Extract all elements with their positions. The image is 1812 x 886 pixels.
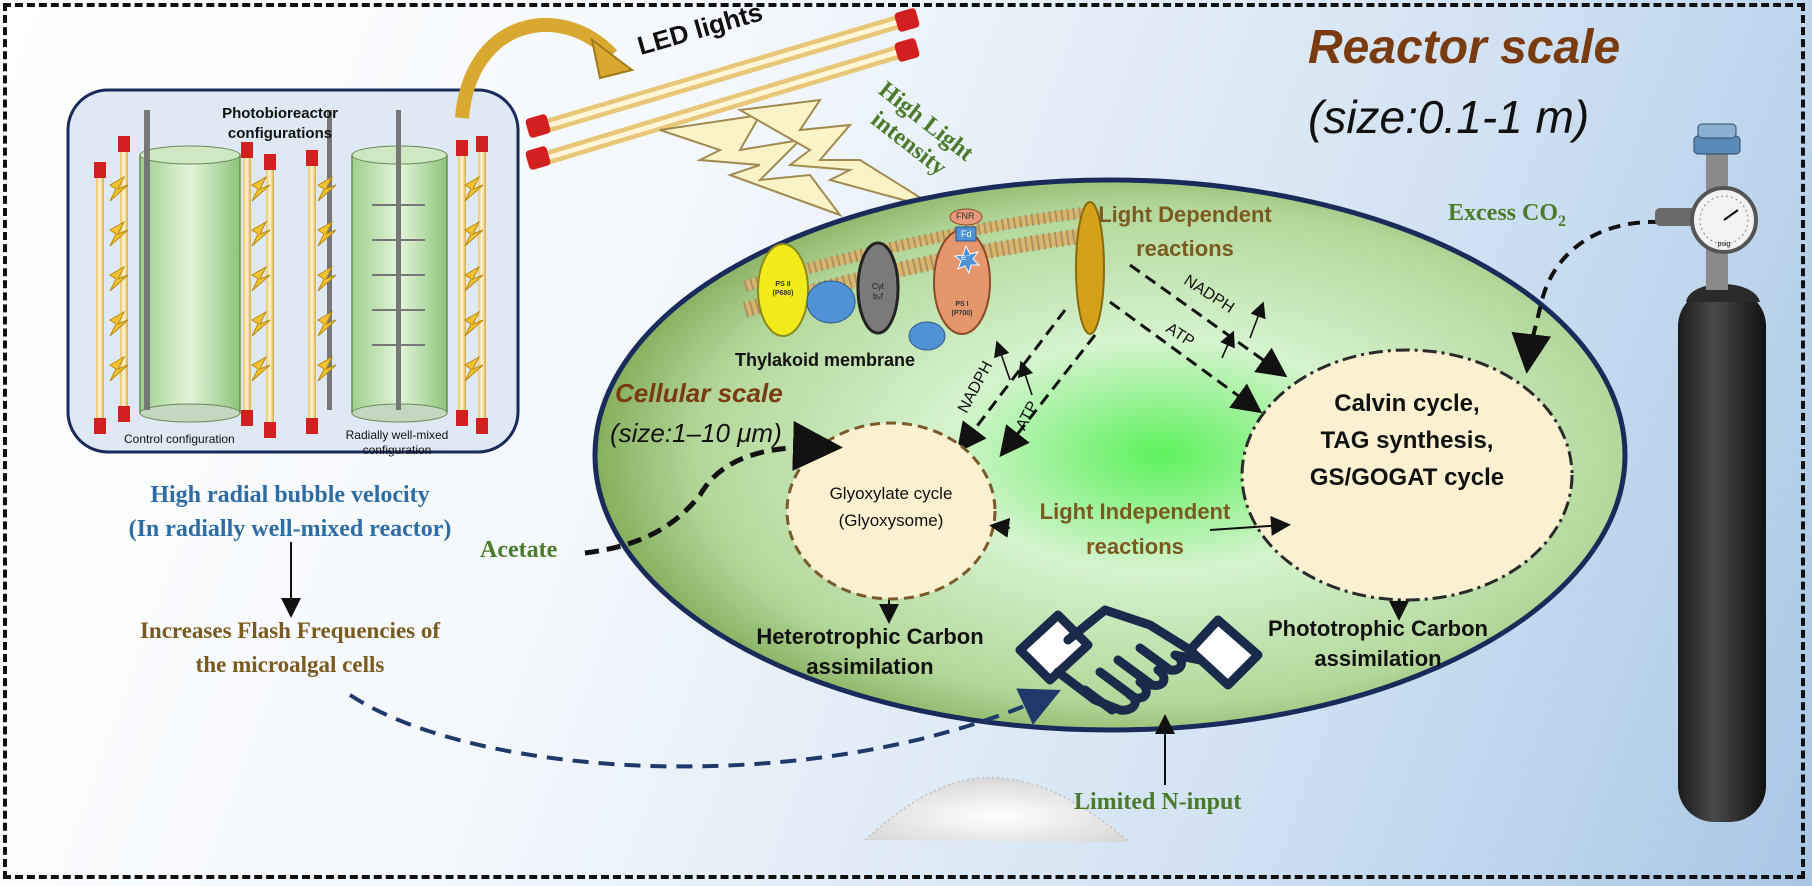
- cofactor-arrows: [956, 263, 1288, 458]
- co2-gas-cylinder: psig: [1655, 123, 1766, 822]
- flash-to-handshake-arrow: [348, 688, 1061, 769]
- plastoquinone-blob: [806, 280, 856, 324]
- psi-label: PS I (P700): [944, 300, 980, 318]
- panel-lightning-bolts: [109, 175, 484, 382]
- glyoxylate-cycle-label: Glyoxylate cycle (Glyoxysome): [796, 480, 986, 534]
- mixed-line2: configuration: [362, 443, 432, 457]
- psi-line2: (P700): [951, 310, 973, 317]
- psi-complex: [933, 229, 991, 335]
- bubble-velocity-label: High radial bubble velocity (In radially…: [80, 478, 500, 546]
- psii-complex: [757, 243, 809, 337]
- hetero-line1: Heterotrophic Carbon: [756, 624, 984, 649]
- photobioreactor-panel: [66, 88, 520, 454]
- psii-line2: (P680): [772, 290, 794, 297]
- mixed-line1: Radially well-mixed: [345, 428, 449, 442]
- co2-arrow: [1511, 219, 1661, 374]
- cyt-line1: Cyt: [872, 282, 884, 291]
- handshake-icon: [1015, 605, 1263, 715]
- control-column: [139, 110, 241, 423]
- dashed-outer-frame: [3, 3, 1805, 879]
- mixed-configuration-label: Radially well-mixed configuration: [332, 428, 462, 458]
- light-independent-label: Light Independent reactions: [1010, 494, 1260, 564]
- light-independent-line1: Light Independent: [1039, 499, 1231, 524]
- nitrogen-salt-pile: [864, 776, 1131, 843]
- gauge-unit-label: psig: [1718, 241, 1731, 248]
- fnr-protein: [949, 208, 983, 226]
- electron-label: e⁻: [961, 252, 971, 262]
- cofactor-small-arrows: [994, 301, 1266, 396]
- excess-co2-label: Excess CO2: [1448, 200, 1566, 231]
- flash-line1: Increases Flash Frequencies of: [139, 618, 441, 643]
- glyoxylate-line2: (Glyoxysome): [838, 511, 944, 530]
- cellular-scale-size: (size:1–10 μm): [610, 418, 782, 448]
- light-independent-arrow-right: [1209, 515, 1291, 536]
- cyt-label: Cyt b₆f: [862, 282, 894, 302]
- fd-label: Fd: [961, 229, 972, 239]
- reactor-scale-size: (size:0.1-1 m): [1308, 91, 1590, 143]
- reactor-scale-title: Reactor scale: [1308, 21, 1621, 74]
- calvin-line3: GS/GOGAT cycle: [1309, 464, 1505, 491]
- well-mixed-column: [327, 110, 448, 423]
- limited-n-input-label: Limited N-input: [1074, 789, 1242, 815]
- acetate-label: Acetate: [480, 537, 558, 563]
- thylakoid-membrane-label: Thylakoid membrane: [735, 350, 916, 370]
- fnr-label: FNR: [956, 211, 975, 221]
- light-dependent-label: Light Dependent reactions: [1080, 198, 1290, 266]
- pbr-title: Photobioreactor configurations: [210, 104, 350, 144]
- curved-arrow-to-leds: [455, 17, 618, 119]
- pbr-title-line2: configurations: [227, 125, 333, 142]
- phototrophic-assimilation-label: Phototrophic Carbon assimilation: [1238, 614, 1518, 674]
- psii-label: PS II (P680): [765, 280, 801, 298]
- led-lights-tubes: [525, 8, 920, 170]
- control-configuration-label: Control configuration: [124, 432, 235, 446]
- calvin-cycle-label: Calvin cycle, TAG synthesis, GS/GOGAT cy…: [1277, 385, 1537, 496]
- flash-frequency-label: Increases Flash Frequencies of the micro…: [80, 614, 500, 682]
- cellular-scale-title: Cellular scale: [615, 378, 783, 408]
- fd-protein: [955, 226, 977, 242]
- plastocyanin-blob: [908, 321, 946, 351]
- excess-co2-text: Excess CO: [1448, 200, 1558, 226]
- light-dependent-line2: reactions: [1136, 236, 1234, 261]
- photo-line1: Phototrophic Carbon: [1268, 616, 1488, 641]
- bubble-line1: High radial bubble velocity: [150, 482, 430, 508]
- light-dependent-line1: Light Dependent: [1098, 202, 1272, 227]
- psii-line1: PS II: [775, 281, 791, 288]
- pbr-title-line1: Photobioreactor: [222, 105, 338, 122]
- glyoxylate-line1: Glyoxylate cycle: [829, 484, 953, 503]
- electron-star: [953, 244, 981, 275]
- light-independent-arrow-left: [989, 517, 1011, 538]
- flash-line2: the microalgal cells: [195, 652, 385, 677]
- cyt-line2: b₆f: [873, 292, 883, 301]
- light-independent-line2: reactions: [1086, 534, 1184, 559]
- calvin-line1: Calvin cycle,: [1334, 390, 1480, 417]
- light-beam-bolts: [659, 98, 941, 218]
- photo-line2: assimilation: [1314, 646, 1442, 671]
- psi-line1: PS I: [955, 301, 969, 308]
- hetero-line2: assimilation: [806, 654, 934, 679]
- acetate-arrow: [584, 420, 843, 556]
- atp-synthase: [1075, 201, 1105, 335]
- calvin-cycle-circle: [1240, 348, 1574, 602]
- cyt-b6f-complex: [856, 241, 900, 335]
- heterotrophic-assimilation-label: Heterotrophic Carbon assimilation: [720, 622, 1020, 682]
- calvin-line2: TAG synthesis,: [1320, 427, 1494, 454]
- curved-arrow-head: [590, 37, 635, 80]
- bubble-line2: (In radially well-mixed reactor): [128, 516, 452, 542]
- co2-subscript: 2: [1558, 212, 1566, 230]
